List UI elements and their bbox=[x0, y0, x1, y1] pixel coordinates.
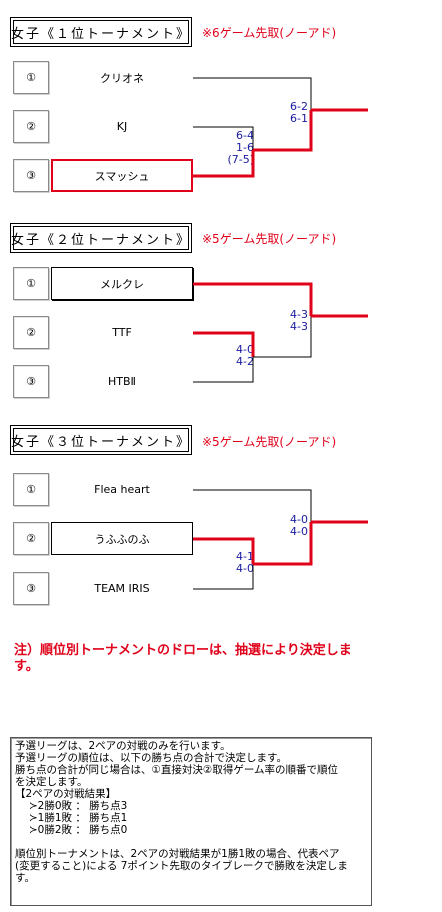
team-kj: KJ bbox=[116, 120, 128, 133]
tournament-3-title: 女子《３位トーナメント》 bbox=[10, 425, 192, 455]
seed-2: ② bbox=[13, 522, 49, 555]
team-team-iris: TEAM IRIS bbox=[94, 582, 150, 595]
seed-1: ① bbox=[13, 267, 49, 300]
team-kurione: クリオネ bbox=[100, 71, 144, 85]
seed-2: ② bbox=[13, 316, 49, 349]
seed-2: ② bbox=[13, 110, 49, 143]
t2-final-score: 4-3 4-3 bbox=[290, 308, 308, 333]
seed-3: ③ bbox=[13, 572, 49, 605]
team-smash: スマッシュ bbox=[51, 159, 193, 192]
team-htb2: HTBⅡ bbox=[108, 375, 136, 388]
bracket-2 bbox=[193, 282, 368, 383]
team-merukure: メルクレ bbox=[51, 267, 193, 300]
rules-info-box: 予選リーグは、2ペアの対戦のみを行います。 予選リーグの順位は、以下の勝ち点の合… bbox=[10, 737, 372, 906]
t3-semi-score: 4-1 4-0 bbox=[236, 550, 254, 575]
tournament-2-rule: ※5ゲーム先取(ノーアド) bbox=[202, 232, 337, 246]
team-ufufunofu: うふふのふ bbox=[51, 522, 193, 555]
seed-3: ③ bbox=[13, 365, 49, 398]
t1-semi-score: 6-4 1-6 (7-5) bbox=[227, 129, 254, 166]
t1-final-score: 6-2 6-1 bbox=[290, 100, 308, 125]
seed-1: ① bbox=[13, 61, 49, 94]
tournament-1-rule: ※6ゲーム先取(ノーアド) bbox=[202, 26, 337, 40]
seed-3: ③ bbox=[13, 159, 49, 192]
team-flea-heart: Flea heart bbox=[94, 483, 150, 496]
team-ttf: TTF bbox=[112, 326, 132, 339]
tournament-3-rule: ※5ゲーム先取(ノーアド) bbox=[202, 435, 337, 449]
t3-final-score: 4-0 4-0 bbox=[290, 513, 308, 538]
seed-1: ① bbox=[13, 473, 49, 506]
bracket-1 bbox=[193, 77, 368, 178]
draw-notice: 注）順位別トーナメントのドローは、抽選により決定します。 bbox=[14, 643, 352, 674]
tournament-1-title: 女子《１位トーナメント》 bbox=[10, 17, 192, 47]
bracket-3 bbox=[193, 489, 368, 590]
t2-semi-score: 4-0 4-2 bbox=[236, 343, 254, 368]
tournament-2-title: 女子《２位トーナメント》 bbox=[10, 223, 192, 253]
